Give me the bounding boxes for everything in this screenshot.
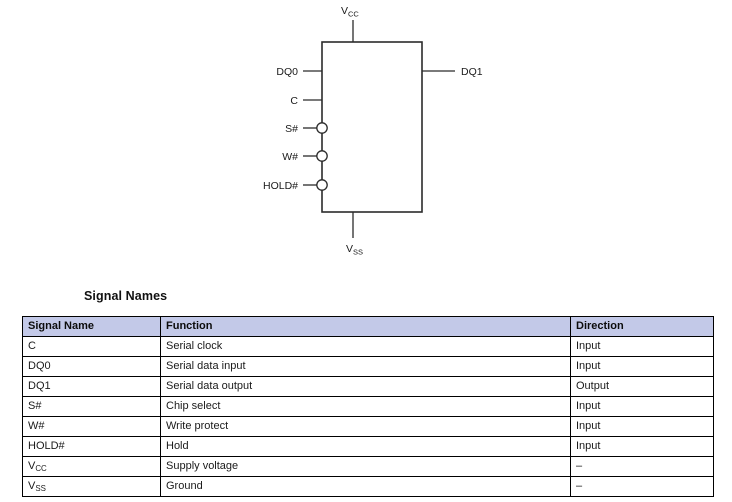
pin-label-dq0: DQ0 xyxy=(276,66,298,78)
cell-signal-name: W# xyxy=(22,416,161,437)
table-header-row: Signal Name Function Direction xyxy=(22,316,714,337)
cell-signal-name: VCC xyxy=(22,456,161,477)
cell-signal-name: VSS xyxy=(22,476,161,497)
pin-label-hold: HOLD# xyxy=(263,180,298,192)
column-header-signal-name: Signal Name xyxy=(22,316,161,337)
w-inversion-bubble xyxy=(316,150,328,162)
cell-function: Serial clock xyxy=(160,336,571,357)
cell-direction: Input xyxy=(570,416,714,437)
cell-direction: Input xyxy=(570,336,714,357)
pin-label-s: S# xyxy=(285,123,298,135)
vss-label: VSS xyxy=(346,243,363,257)
cell-function: Supply voltage xyxy=(160,456,571,477)
cell-direction: Input xyxy=(570,436,714,457)
cell-signal-name: S# xyxy=(22,396,161,417)
cell-direction: – xyxy=(570,456,714,477)
cell-function: Serial data input xyxy=(160,356,571,377)
cell-signal-name: C xyxy=(22,336,161,357)
cell-function: Chip select xyxy=(160,396,571,417)
signal-names-heading: Signal Names xyxy=(84,289,168,303)
cell-signal-name: DQ0 xyxy=(22,356,161,377)
cell-direction: Input xyxy=(570,356,714,377)
block-diagram: VCC VSS DQ0 C S# W# HOLD# DQ1 xyxy=(263,5,483,257)
pin-label-w: W# xyxy=(282,151,298,163)
pin-label-c: C xyxy=(290,95,298,107)
chip-body-rectangle xyxy=(321,41,423,213)
cell-signal-name: DQ1 xyxy=(22,376,161,397)
hold-inversion-bubble xyxy=(316,179,328,191)
column-header-function: Function xyxy=(160,316,571,337)
cell-function: Serial data output xyxy=(160,376,571,397)
cell-signal-name: HOLD# xyxy=(22,436,161,457)
cell-direction: – xyxy=(570,476,714,497)
cell-function: Ground xyxy=(160,476,571,497)
cell-direction: Output xyxy=(570,376,714,397)
cell-direction: Input xyxy=(570,396,714,417)
pin-label-dq1: DQ1 xyxy=(461,66,483,78)
column-header-direction: Direction xyxy=(570,316,714,337)
vcc-label: VCC xyxy=(341,5,359,19)
cell-function: Write protect xyxy=(160,416,571,437)
s-inversion-bubble xyxy=(316,122,328,134)
cell-function: Hold xyxy=(160,436,571,457)
